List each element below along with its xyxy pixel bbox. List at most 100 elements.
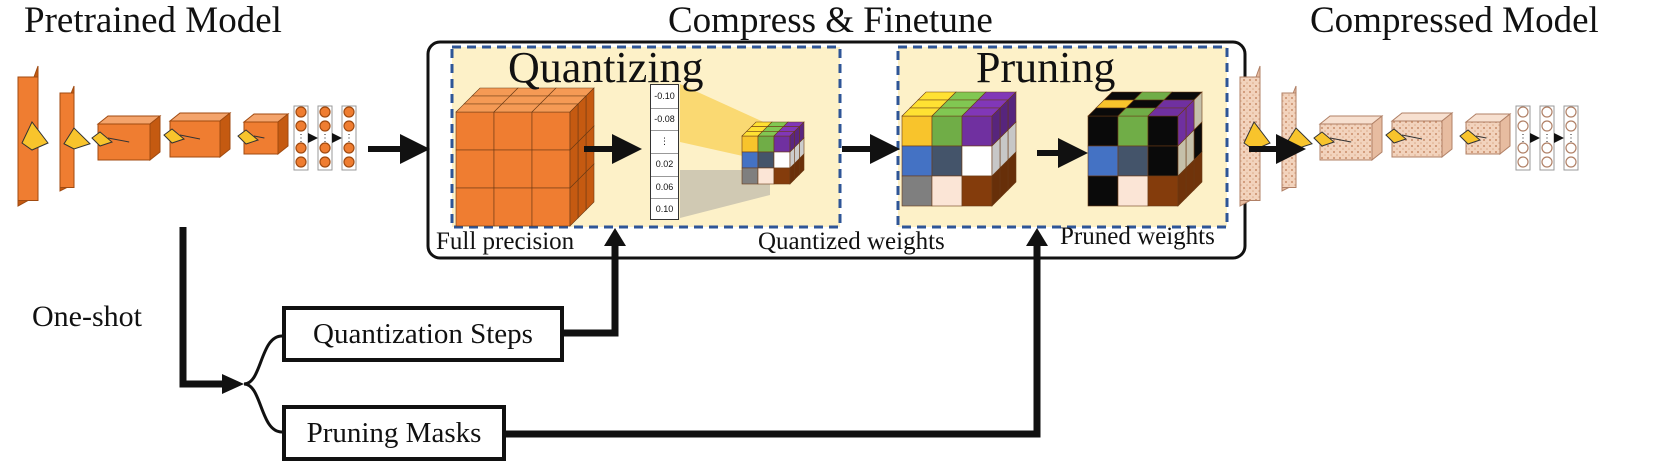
compressed-neuron [1517,142,1529,154]
full-precision-cell-front [455,187,495,227]
caption-pruned-weights: Pruned weights [1060,223,1215,250]
compressed-neuron [1565,156,1577,168]
full-precision-cell-front [455,111,495,151]
full-precision-cell-front [531,149,571,189]
pruned-cell-front [1087,145,1119,177]
pretrained-kernel-ray [253,135,265,139]
pretrained-block-side [219,111,231,159]
pretrained-neuron [295,106,307,118]
quantized-cell-front [773,135,791,153]
pretrained-block [243,121,279,155]
pruning-input-cell-front [961,145,993,177]
compressed-block-side [1371,114,1383,162]
compressed-kernel-ray [1401,134,1423,140]
pruning-input-cell-front [901,145,933,177]
full-precision-cell-front [493,111,533,151]
pruning-input-cell-front [901,175,933,207]
full-precision-cell-front [455,149,495,189]
compressed-neuron [1565,142,1577,154]
pretrained-neuron [319,106,331,118]
pruning-input-cell-front [961,175,993,207]
quantized-value: 0.06 [651,176,678,200]
pretrained-kernel-ray [107,137,130,143]
pruning-masks-box: Pruning Masks [282,405,506,461]
compressed-neuron [1565,106,1577,118]
pruned-cell-front [1087,115,1119,147]
compressed-neuron [1517,120,1529,132]
pruned-cell-front [1147,115,1179,147]
full-precision-cell-side [569,179,579,227]
quantization-steps-box: Quantization Steps [282,306,564,362]
full-precision-cube [455,87,595,227]
quantized-cell-front [773,151,791,169]
quantized-value: ⋮ [651,130,678,154]
pruning-input-cube [901,91,1017,207]
compressed-neuron [1541,156,1553,168]
title-compressed-model: Compressed Model [1310,0,1599,41]
pretrained-ellipsis: ⋮ [296,133,306,144]
full-precision-cell-front [531,111,571,151]
compressed-ellipsis: ⋮ [1542,133,1552,144]
quantized-cell-side [789,162,795,185]
pruning-masks-arrowhead [1026,228,1048,246]
full-precision-cell-front [531,187,571,227]
pruned-cell-front [1117,115,1149,147]
pretrained-neuron [295,120,307,132]
quantized-weights-cube [741,121,805,185]
pruning-input-cell-front [931,145,963,177]
pruned-cell-side [1177,167,1187,207]
pretrained-neuron [319,156,331,168]
pretrained-neuron [343,142,355,154]
compressed-kernel-ray [1475,135,1487,139]
compressed-neuron [1565,120,1577,132]
full-precision-cell-side [577,171,587,219]
stage-pruning: Pruning [976,43,1116,92]
compressed-kernel [1385,128,1408,144]
caption-full-precision: Full precision [436,228,575,255]
title-pretrained-model: Pretrained Model [24,0,282,41]
quantization-steps-line [564,240,619,337]
pretrained-kernel [91,131,114,147]
pruning-input-cell-front [931,115,963,147]
quantized-value: -0.08 [651,108,678,132]
quantized-cell-front [741,151,759,169]
compressed-kernel-ray [1329,137,1352,143]
pruning-input-cell-front [961,115,993,147]
caption-quantized-weights: Quantized weights [758,228,945,255]
compressed-ellipsis: ⋮ [1518,133,1528,144]
one-shot-arrowhead [222,374,244,394]
pretrained-neuron [319,142,331,154]
pretrained-kernel-ray [179,134,201,140]
compressed-neuron [1541,120,1553,132]
pruning-input-cell-side [991,167,1001,207]
pretrained-block-side [149,114,161,162]
pretrained-ellipsis: ⋮ [320,133,330,144]
pretrained-neuron [343,106,355,118]
compressed-block [1465,121,1501,155]
full-precision-cell-front [493,187,533,227]
quantized-cell-front [773,167,791,185]
one-shot-line [179,227,226,388]
compressed-model-network: ⋮ ⋮ ⋮ [1239,65,1579,207]
pretrained-kernel [163,128,186,144]
pruned-cell-front [1147,175,1179,207]
compressed-neuron [1541,106,1553,118]
pretrained-kernel [63,127,91,150]
quantized-value: 0.10 [655,204,674,215]
compressed-kernel [1313,131,1336,147]
quantized-value: -0.10 [651,85,678,109]
compressed-neuron [1517,156,1529,168]
full-precision-cell-side [585,163,595,211]
pruned-weights-cube [1087,91,1203,207]
caption-one-shot: One-shot [32,300,142,333]
quantized-cell-front [757,135,775,153]
pretrained-kernel [237,129,260,145]
pretrained-neuron [295,156,307,168]
pretrained-neuron [343,156,355,168]
stage-quantizing: Quantizing [508,43,704,92]
pretrained-model-network: ⋮⋮⋮ [17,65,357,207]
compressed-ellipsis: ⋮ [1566,133,1576,144]
